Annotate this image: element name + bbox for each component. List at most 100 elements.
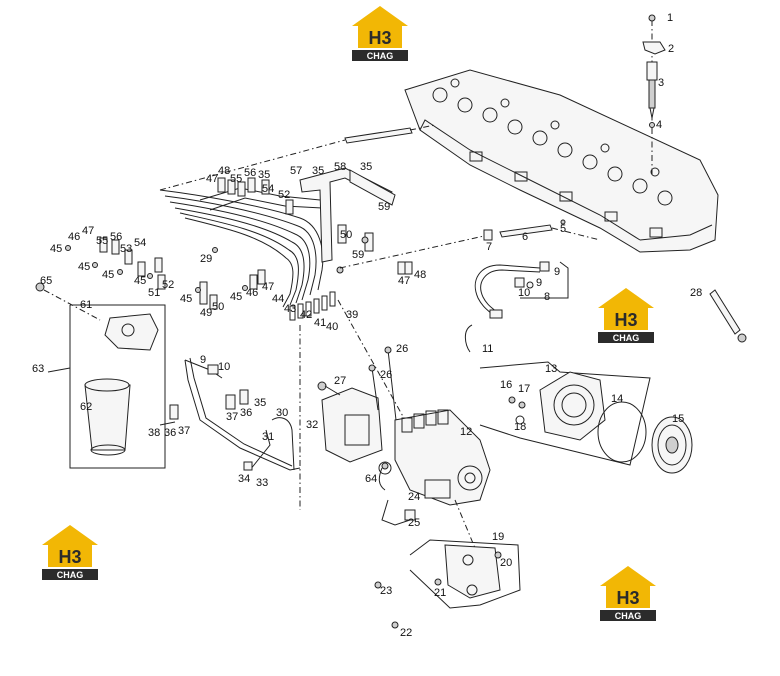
callout-label-54b: 54 — [262, 183, 274, 195]
callout-label-36b: 36 — [164, 427, 176, 439]
callout-label-50b: 50 — [212, 301, 224, 313]
pump-support-bracket — [374, 539, 521, 629]
callout-label-9a: 9 — [554, 266, 560, 278]
callout-label-9c: 9 — [200, 354, 206, 366]
cylinder-head — [404, 69, 719, 253]
callout-label-48a: 48 — [218, 165, 230, 177]
callout-label-45c: 45 — [102, 269, 114, 281]
callout-label-35a: 35 — [360, 161, 372, 173]
callout-label-56a: 56 — [110, 231, 122, 243]
logo-sub-bar — [42, 569, 98, 580]
callout-label-46a: 46 — [68, 231, 80, 243]
callout-label-24: 24 — [408, 491, 420, 503]
injection-pump — [394, 409, 491, 561]
callout-label-34: 34 — [238, 473, 250, 485]
callout-label-4: 4 — [656, 119, 662, 131]
callout-label-9b: 9 — [536, 277, 542, 289]
callout-label-31: 31 — [262, 431, 274, 443]
logo-main-text: H3 — [614, 310, 637, 330]
callout-label-50a: 50 — [340, 229, 352, 241]
fuel-supply-lines — [159, 357, 301, 471]
callout-label-5: 5 — [560, 223, 566, 235]
callout-label-44: 44 — [272, 293, 284, 305]
callout-label-39: 39 — [346, 309, 358, 321]
callout-label-41: 41 — [314, 317, 326, 329]
callout-label-37b: 37 — [178, 425, 190, 437]
callout-label-6: 6 — [522, 231, 528, 243]
pump-drain-pipe — [381, 499, 416, 526]
return-pipe-assembly — [464, 261, 569, 353]
callout-label-42: 42 — [300, 309, 312, 321]
callout-label-46b: 46 — [246, 287, 258, 299]
callout-label-47c: 47 — [262, 281, 274, 293]
callout-label-63: 63 — [32, 363, 44, 375]
callout-label-35d: 35 — [254, 397, 266, 409]
gear-housing-assembly — [479, 361, 693, 474]
callout-label-10a: 10 — [518, 287, 530, 299]
callout-label-12: 12 — [460, 426, 472, 438]
callout-label-37: 37 — [226, 411, 238, 423]
callout-label-32: 32 — [306, 419, 318, 431]
pump-actuator — [317, 381, 392, 475]
callout-label-55a: 55 — [96, 235, 108, 247]
callout-label-23: 23 — [380, 585, 392, 597]
logo-sub-text: CHAG — [367, 51, 394, 61]
callout-label-52b: 52 — [278, 189, 290, 201]
callout-label-48b: 48 — [414, 269, 426, 281]
callout-label-45f: 45 — [230, 291, 242, 303]
callout-label-45a: 45 — [50, 243, 62, 255]
injection-lines — [159, 187, 406, 510]
callout-label-62: 62 — [80, 401, 92, 413]
callout-label-16: 16 — [500, 379, 512, 391]
callout-label-14: 14 — [611, 393, 623, 405]
logo-house-shape — [352, 6, 408, 48]
logo-sub-text: CHAG — [613, 333, 640, 343]
callout-label-54a: 54 — [134, 237, 146, 249]
callout-label-36: 36 — [240, 407, 252, 419]
callout-label-27: 27 — [334, 375, 346, 387]
callout-label-25: 25 — [408, 517, 420, 529]
callout-label-10b: 10 — [218, 361, 230, 373]
callout-label-49: 49 — [200, 307, 212, 319]
callout-label-22: 22 — [400, 627, 412, 639]
callout-label-3: 3 — [658, 77, 664, 89]
callout-label-61: 61 — [80, 299, 92, 311]
callout-label-57: 57 — [290, 165, 302, 177]
logo-main-text: H3 — [58, 547, 81, 567]
injector-assembly — [642, 14, 666, 175]
callout-label-28: 28 — [690, 287, 702, 299]
callout-label-53: 53 — [120, 243, 132, 255]
pump-bolts — [368, 346, 397, 421]
callout-label-7: 7 — [486, 241, 492, 253]
callout-label-64: 64 — [365, 473, 377, 485]
callout-label-17: 17 — [518, 383, 530, 395]
callout-label-59b: 59 — [352, 249, 364, 261]
callout-label-29: 29 — [200, 253, 212, 265]
screws — [65, 236, 369, 293]
callout-label-20: 20 — [500, 557, 512, 569]
logo-house-shape — [600, 566, 656, 608]
callout-label-15: 15 — [672, 413, 684, 425]
speed-sensor — [709, 289, 747, 343]
callout-label-47d: 47 — [398, 275, 410, 287]
leak-off-pipe — [339, 219, 601, 269]
callout-label-38: 38 — [148, 427, 160, 439]
callout-label-21: 21 — [434, 587, 446, 599]
callout-label-13: 13 — [545, 363, 557, 375]
logo-sub-bar — [352, 50, 408, 61]
callout-label-47b: 47 — [206, 173, 218, 185]
callout-label-30: 30 — [276, 407, 288, 419]
callout-label-40: 40 — [326, 321, 338, 333]
callout-label-35c: 35 — [258, 169, 270, 181]
callout-label-58: 58 — [334, 161, 346, 173]
callout-label-33: 33 — [256, 477, 268, 489]
callout-label-45e: 45 — [180, 293, 192, 305]
callout-label-1: 1 — [667, 12, 673, 24]
callout-label-19: 19 — [492, 531, 504, 543]
callout-label-26b: 26 — [380, 369, 392, 381]
callout-label-45b: 45 — [78, 261, 90, 273]
